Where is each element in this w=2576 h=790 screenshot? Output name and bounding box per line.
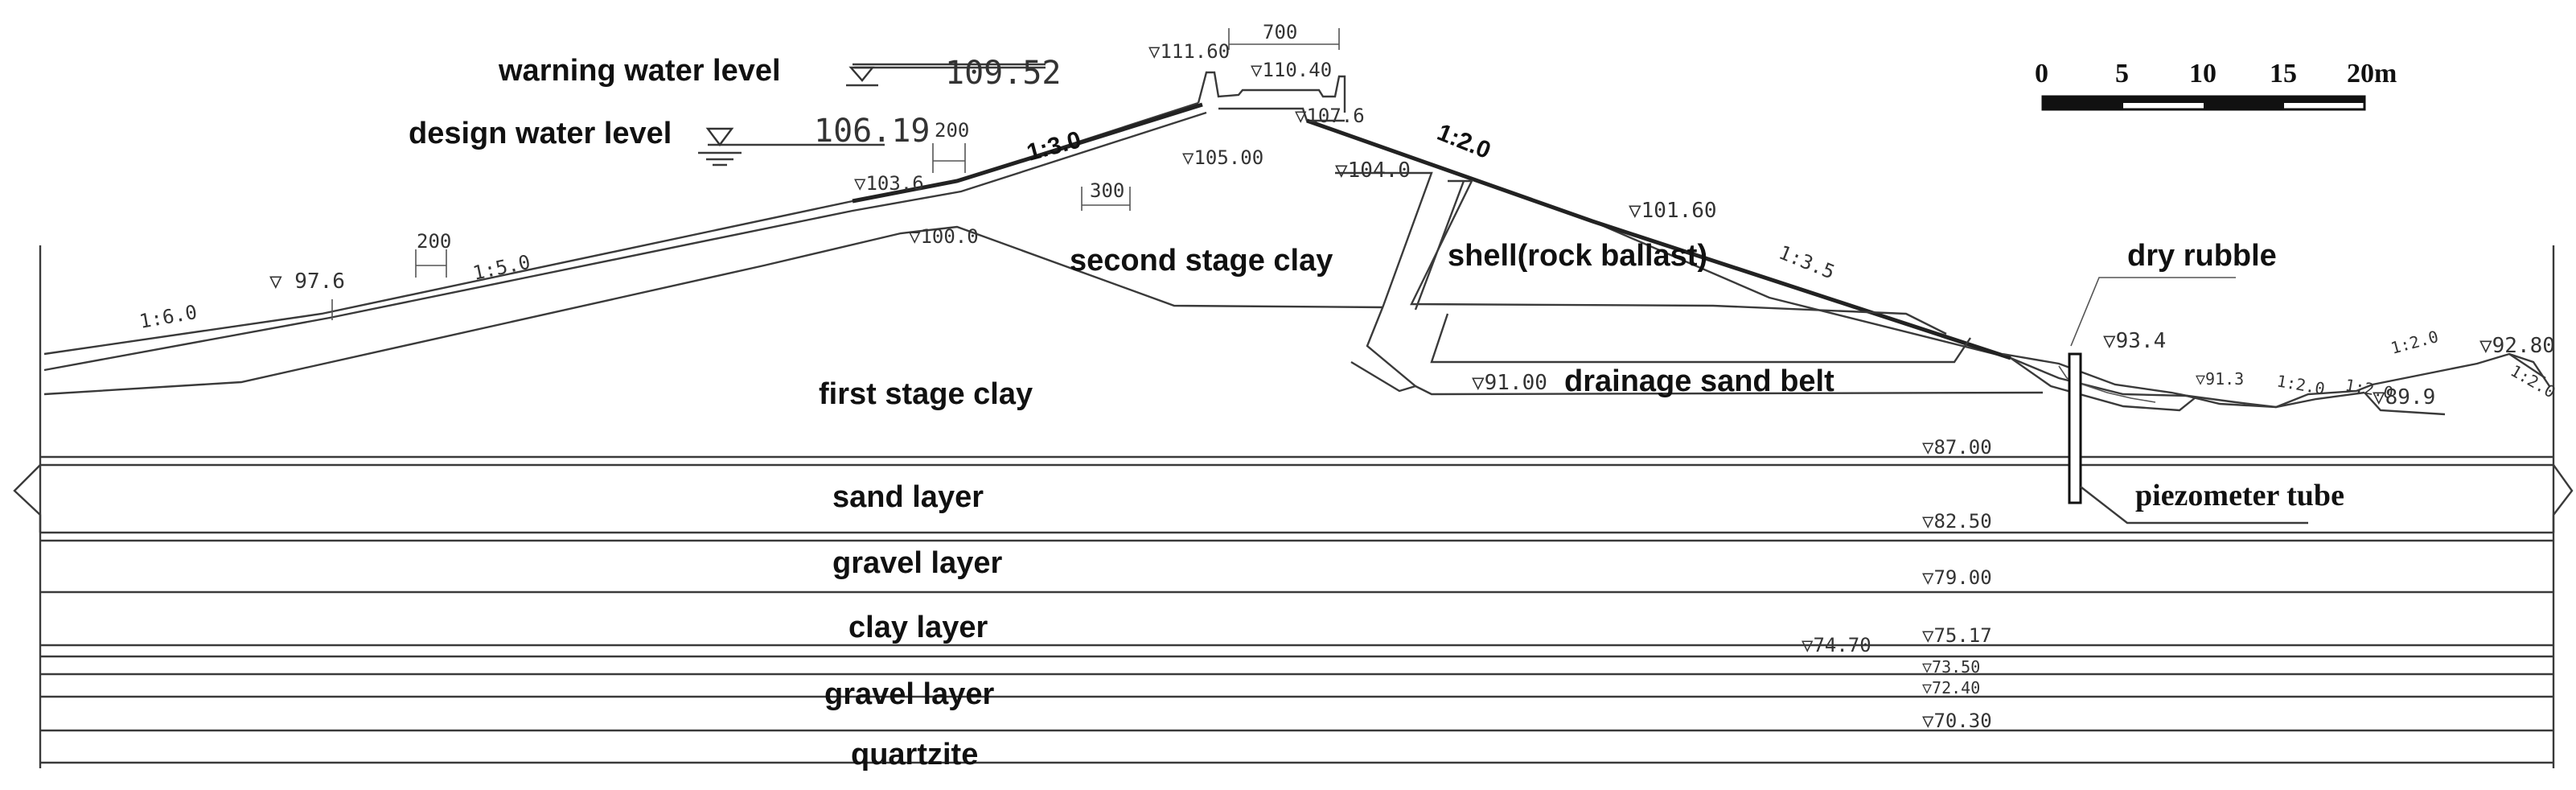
gravel-layer-label-2: gravel layer — [824, 677, 994, 711]
dim-200-a: 200 — [935, 119, 969, 142]
water-level-symbols — [698, 63, 1046, 167]
elev-strat-7030: ▽70.30 — [1922, 710, 1992, 732]
slope-up-main: 1:3.0 — [1024, 126, 1084, 167]
elev-strat-87: ▽87.00 — [1922, 436, 1992, 459]
elev-down-93: ▽93.4 — [2103, 329, 2166, 353]
shell-label: shell(rock ballast) — [1448, 239, 1707, 273]
elev-crest-wall: ▽111.60 — [1148, 40, 1230, 63]
dim-200-b: 200 — [417, 230, 451, 253]
scale-tick-20m: 20m — [2347, 59, 2397, 88]
elev-up-103: ▽103.6 — [854, 172, 924, 195]
water-level-values: 109.52 106.19 — [814, 55, 1062, 150]
scale-tick-10: 10 — [2189, 59, 2217, 88]
break-marks — [13, 464, 2574, 533]
sand-layer-label: sand layer — [832, 480, 984, 514]
elev-berm-up: ▽105.00 — [1182, 146, 1263, 169]
warning-water-level-label: warning water level — [498, 54, 781, 88]
first-stage-clay-label: first stage clay — [819, 377, 1033, 411]
piezometer-tube-label: piezometer tube — [2135, 479, 2344, 512]
elev-core-down: ▽104.0 — [1335, 158, 1411, 183]
design-water-level-value: 106.19 — [814, 113, 931, 150]
scale-tick-0: 0 — [2035, 59, 2048, 88]
elev-strat-79: ▽79.00 — [1922, 566, 1992, 589]
elev-core-top: ▽100.0 — [909, 225, 979, 248]
piezometer-tube — [2068, 352, 2308, 525]
quartzite-label: quartzite — [851, 738, 978, 771]
elevation-markers: ▽111.60 ▽110.40 ▽107.6 ▽105.00 ▽103.6 ▽1… — [269, 40, 2555, 732]
dry-rubble-label: dry rubble — [2127, 239, 2277, 273]
strata-lines — [39, 245, 2555, 768]
elev-crest-down: ▽107.6 — [1295, 105, 1365, 127]
dimension-marks — [331, 28, 1340, 320]
clay-layer-label: clay layer — [848, 611, 988, 644]
slope-toe-c: 1:2.0 — [2389, 327, 2440, 358]
elev-strat-747: ▽74.70 — [1802, 634, 1871, 656]
scale-tick-5: 5 — [2115, 59, 2129, 88]
dim-300: 300 — [1090, 179, 1124, 202]
elev-toe-899: ▽89.9 — [2373, 385, 2435, 409]
drainage-sand-belt-label: drainage sand belt — [1564, 364, 1834, 398]
elev-down-101: ▽101.60 — [1629, 199, 1717, 223]
elev-right-928: ▽92.80 — [2479, 334, 2555, 358]
slope-toe-d: 1:2.0 — [2508, 361, 2559, 402]
elev-strat-825: ▽82.50 — [1922, 510, 1992, 533]
elev-strat-7350: ▽73.50 — [1922, 657, 1980, 677]
slope-up-15: 1:5.0 — [470, 250, 532, 284]
design-water-level-label: design water level — [409, 117, 672, 150]
crest-width-dim: 700 — [1263, 21, 1297, 43]
warning-water-level-value: 109.52 — [945, 55, 1062, 92]
scale-bar — [2041, 95, 2366, 111]
elev-strat-7240: ▽72.40 — [1922, 678, 1980, 697]
dimension-values: 700 200 200 300 — [417, 21, 1297, 253]
elev-drain-91: ▽91.00 — [1472, 371, 1547, 395]
elev-up-97: ▽ 97.6 — [269, 270, 345, 294]
slope-down-main: 1:2.0 — [1433, 119, 1494, 164]
elev-strat-7517: ▽75.17 — [1922, 624, 1992, 647]
slope-toe-a: 1:2.0 — [2275, 371, 2326, 398]
elev-crest-road: ▽110.40 — [1251, 59, 1332, 81]
elev-toe-913: ▽91.3 — [2196, 369, 2244, 389]
slope-down-135: 1:3.5 — [1776, 241, 1838, 284]
gravel-layer-label-1: gravel layer — [832, 546, 1002, 580]
scale-tick-labels: 0 5 10 15 20m — [2035, 59, 2397, 88]
second-stage-clay-label: second stage clay — [1070, 244, 1333, 278]
layer-labels: warning water level design water level s… — [409, 54, 2344, 771]
scale-tick-15: 15 — [2270, 59, 2297, 88]
slope-up-16: 1:6.0 — [138, 301, 199, 333]
internal-zones — [43, 171, 2236, 396]
